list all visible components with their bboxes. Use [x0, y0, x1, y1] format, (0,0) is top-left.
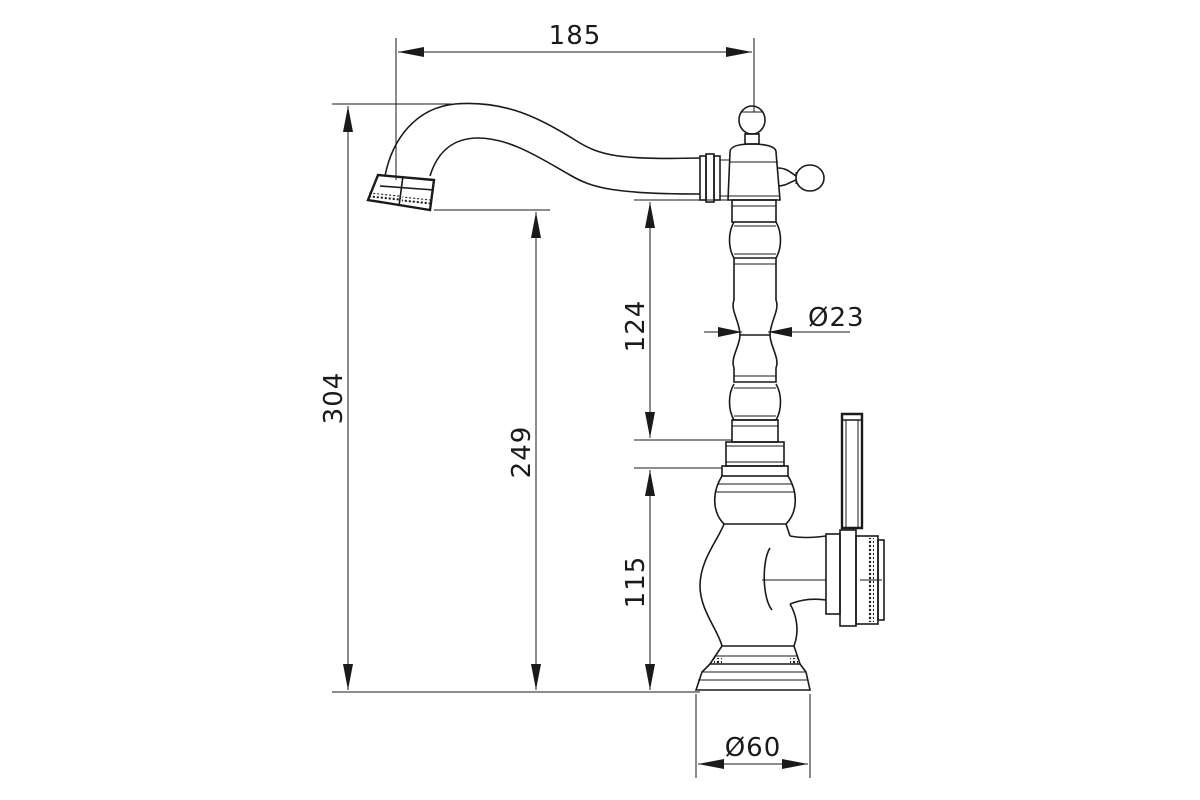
valve-head: [727, 105, 825, 201]
dim-spout-height: 249: [507, 426, 537, 479]
spout-collar: [699, 153, 730, 203]
dim-column-length: 124: [621, 300, 651, 353]
spout-outer: [384, 102, 701, 177]
dim-total-height: 304: [319, 372, 349, 425]
dim-column-diameter: Ø23: [808, 303, 865, 333]
lever-handle: [825, 412, 885, 627]
body: [694, 465, 827, 691]
faucet-outline: [366, 102, 885, 691]
dim-base-to-body: 115: [621, 556, 651, 609]
dimension-labels: 185 304 249 124 115 Ø23 Ø60: [319, 21, 865, 763]
aerator: [366, 173, 436, 212]
column: [725, 199, 785, 467]
spout-inner: [429, 137, 701, 195]
dimension-lines: [332, 38, 850, 778]
dim-base-diameter: Ø60: [725, 733, 782, 763]
dim-spout-reach: 185: [549, 21, 602, 51]
